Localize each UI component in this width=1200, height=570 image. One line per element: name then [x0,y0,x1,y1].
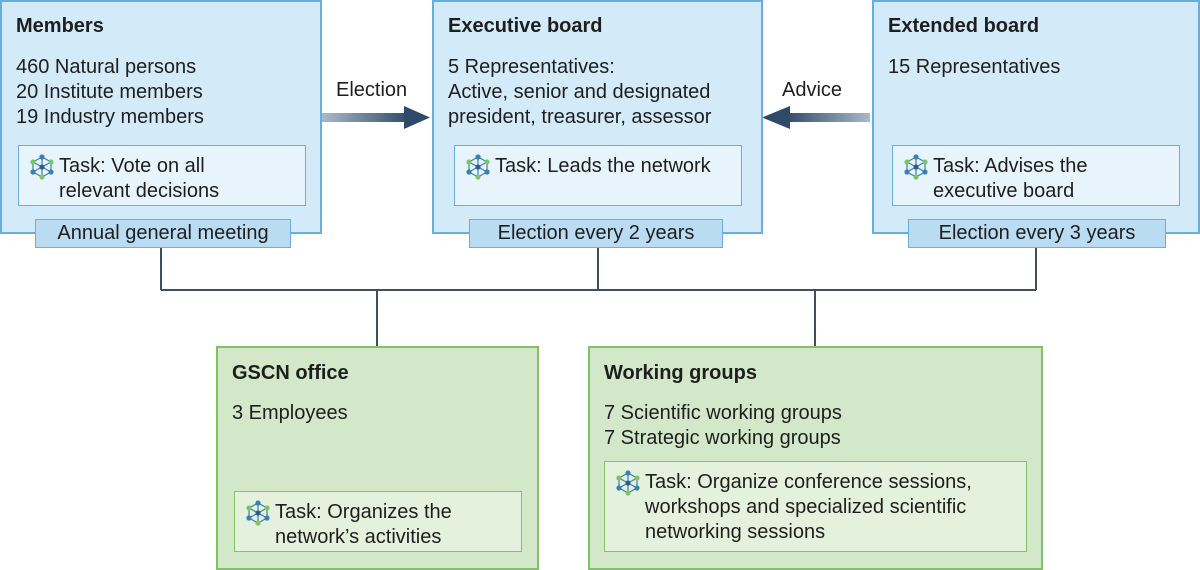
office-title: GSCN office [232,362,349,384]
working-title: Working groups [604,362,757,384]
executive-line: 5 Representatives: [448,56,615,78]
working-line: 7 Scientific working groups [604,402,842,424]
executive-tab: Election every 2 years [469,219,723,248]
task-line: Task: Vote on all [59,155,205,177]
extended-line: 15 Representatives [888,56,1061,78]
executive-task-text: Task: Leads the network [495,154,711,179]
network-molecule-icon [246,500,270,526]
members-task-box: Task: Vote on all relevant decisions [18,145,306,206]
members-line: 19 Industry members [16,106,204,128]
task-line: executive board [933,180,1075,202]
extended-details: 15 Representatives [888,55,1060,80]
office-task-text: Task: Organizes the network’s activities [275,500,452,550]
task-line: Task: Organize conference sessions, [645,471,972,493]
network-molecule-icon [616,470,640,496]
task-line: Task: Advises the [933,155,1088,177]
members-box: Members 460 Natural persons 20 Institute… [0,0,322,248]
working-task-box: Task: Organize conference sessions, work… [604,461,1027,552]
task-line: workshops and specialized scientific [645,496,967,518]
task-line: networking sessions [645,521,826,543]
advice-arrow [762,106,870,129]
executive-line: Active, senior and designated [448,81,711,103]
working-groups-box: Working groups 7 Scientific working grou… [588,346,1043,570]
members-line: 460 Natural persons [16,56,197,78]
task-line: network’s activities [275,526,442,548]
task-line: Task: Organizes the [275,501,452,523]
extended-task-box: Task: Advises the executive board [892,145,1180,206]
network-molecule-icon [30,154,54,180]
org-connector [160,246,1037,346]
working-task-text: Task: Organize conference sessions, work… [645,470,972,545]
advice-label: Advice [782,79,843,101]
working-line: 7 Strategic working groups [604,427,841,449]
members-details: 460 Natural persons 20 Institute members… [16,55,204,130]
extended-task-text: Task: Advises the executive board [933,154,1088,204]
election-label: Election [336,79,408,101]
members-task-text: Task: Vote on all relevant decisions [59,154,219,204]
office-task-box: Task: Organizes the network’s activities [234,491,522,552]
members-tab: Annual general meeting [35,219,291,248]
extended-tab: Election every 3 years [908,219,1166,248]
extended-title: Extended board [888,15,1040,37]
executive-details: 5 Representatives: Active, senior and de… [448,55,711,130]
working-details: 7 Scientific working groups 7 Strategic … [604,401,842,451]
executive-line: president, treasurer, assessor [448,106,712,128]
extended-board-box: Extended board 15 Representatives Task: … [872,0,1200,248]
members-line: 20 Institute members [16,81,203,103]
executive-board-box: Executive board 5 Representatives: Activ… [432,0,763,248]
network-molecule-icon [904,154,928,180]
election-arrow [322,106,430,129]
gscn-office-box: GSCN office 3 Employees Task: Organizes … [216,346,539,570]
office-details: 3 Employees [232,401,348,426]
task-line: relevant decisions [59,180,220,202]
executive-task-box: Task: Leads the network [454,145,742,206]
office-line: 3 Employees [232,402,348,424]
executive-title: Executive board [448,15,603,37]
network-molecule-icon [466,154,490,180]
members-title: Members [16,15,104,37]
task-line: Task: Leads the network [495,155,711,177]
